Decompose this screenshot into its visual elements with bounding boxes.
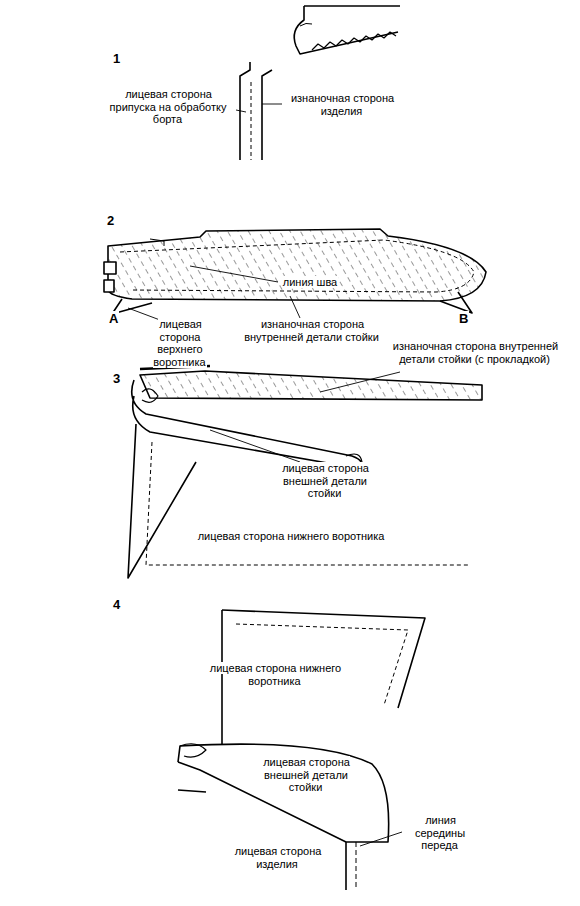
figure-number-text: 4 <box>112 597 121 612</box>
figure-number-text: 2 <box>106 213 115 228</box>
part-label-text: лицевая сторона нижнего воротника <box>197 530 386 542</box>
figure-number: 4 <box>112 598 132 613</box>
part-label-text: изнаночная сторона внутренней детали сто… <box>244 318 380 343</box>
part-label: лицевая сторона внешней детали стойки <box>246 756 366 794</box>
part-label-text: линия середины переда <box>415 814 465 851</box>
part-label-text: лицевая сторона изделия <box>234 845 322 870</box>
part-label: лицевая сторона внешней детали стойки <box>270 462 380 500</box>
part-label: лицевая сторона припуска на обработку бо… <box>100 88 236 126</box>
part-label-text: лицевая сторона нижнего воротника <box>209 662 341 687</box>
part-label: изнаночная сторона изделия <box>282 92 402 117</box>
figure-number-text: В <box>458 311 469 326</box>
part-label: линия шва <box>270 276 350 289</box>
part-label-text: изнаночная сторона внутренней детали сто… <box>392 340 558 365</box>
part-label-text: лицевая сторона внешней детали стойки <box>281 462 369 499</box>
part-label: изнаночная сторона внутренней детали сто… <box>232 318 392 343</box>
part-label-text: лицевая сторона припуска на обработку бо… <box>110 88 227 125</box>
figure-number-text: 1 <box>112 51 121 66</box>
part-label: лицевая сторона верхнего воротника <box>140 318 220 369</box>
part-label-text: лицевая сторона внешней детали стойки <box>262 756 350 793</box>
part-label-text: линия шва <box>282 276 338 288</box>
figure-number: А <box>108 312 124 327</box>
figure-number: 2 <box>106 214 126 229</box>
part-label-text: лицевая сторона верхнего воротника <box>153 318 206 368</box>
part-label: линия середины переда <box>398 814 482 852</box>
part-label: изнаночная сторона внутренней детали сто… <box>380 340 570 365</box>
figure-number-text: 3 <box>112 371 121 386</box>
part-label: лицевая сторона изделия <box>220 845 335 870</box>
figure-number: 1 <box>112 52 132 67</box>
figure-number: В <box>458 312 474 327</box>
figure-number: 3 <box>112 372 132 387</box>
figure-number-text: А <box>108 311 119 326</box>
part-label-text: изнаночная сторона изделия <box>290 92 394 117</box>
part-label: лицевая сторона нижнего воротника <box>196 530 386 543</box>
part-label: лицевая сторона нижнего воротника <box>205 662 345 687</box>
